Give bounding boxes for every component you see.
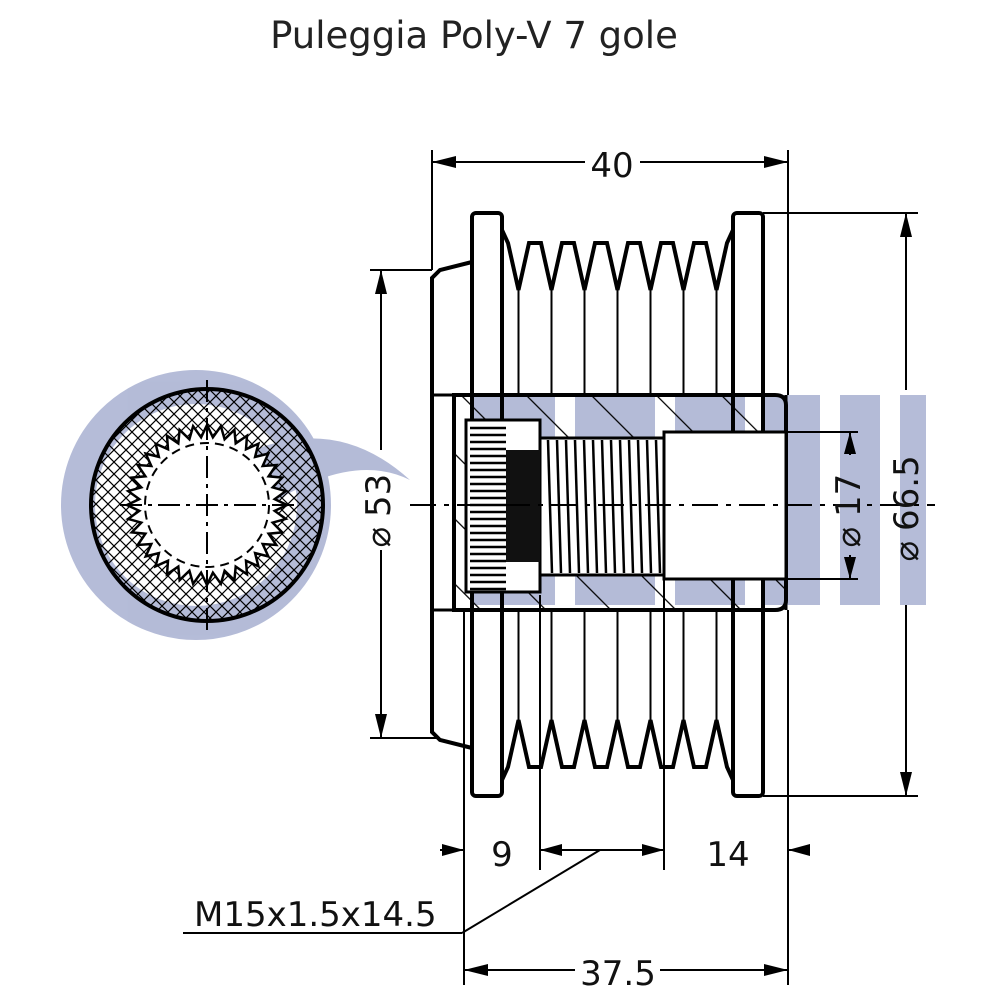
thread-line: [573, 439, 581, 574]
thread-line: [654, 439, 662, 574]
thread-line: [600, 439, 608, 574]
dim-53-label: 53: [359, 474, 399, 517]
thread-line: [636, 439, 644, 574]
thread-line: [555, 439, 563, 574]
thread-label: M15x1.5x14.5: [194, 895, 437, 935]
groove-guide-lines: [517, 290, 718, 720]
dim-66-5-label: 66.5: [887, 455, 927, 531]
thread-line: [627, 439, 635, 574]
thread-line: [582, 439, 590, 574]
dimension-right-offset: 14: [642, 580, 810, 985]
dim-9-label: 9: [491, 835, 513, 875]
poly-v-grooves-bottom: [500, 719, 735, 781]
dim-53-symbol: ⌀: [359, 527, 399, 547]
end-view-inner-circle: [144, 442, 270, 568]
thread-callout: M15x1.5x14.5: [183, 849, 601, 935]
dim-14-label: 14: [706, 835, 749, 875]
dimension-bore-diameter: ⌀ 17: [786, 431, 869, 580]
dimension-base-length: 37.5: [464, 954, 788, 994]
watermark-block-6: [900, 395, 926, 605]
dim-66-5-symbol: ⌀: [887, 541, 927, 561]
dimension-outer-diameter: ⌀ 66.5: [763, 212, 927, 797]
thread-line: [645, 439, 653, 574]
thread-line: [609, 439, 617, 574]
dim-40-label: 40: [590, 146, 633, 186]
internal-thread-lines: [546, 439, 662, 574]
thread-line: [564, 439, 572, 574]
dimension-hub-diameter: ⌀ 53: [359, 269, 440, 739]
dim-17-symbol: ⌀: [829, 527, 869, 547]
dim-37-5-label: 37.5: [580, 954, 656, 994]
pulley-section: [410, 211, 935, 798]
watermark-block-5: [840, 395, 880, 605]
thread-line: [591, 439, 599, 574]
dim-17-label: 17: [829, 474, 869, 517]
dimension-overall-length: 40: [431, 146, 789, 395]
drawing-title: Puleggia Poly-V 7 gole: [270, 14, 678, 57]
thread-line: [618, 439, 626, 574]
end-view: [89, 380, 325, 630]
thread-line: [546, 439, 554, 574]
spline-teeth: [470, 426, 506, 591]
poly-v-grooves-top: [500, 229, 735, 291]
